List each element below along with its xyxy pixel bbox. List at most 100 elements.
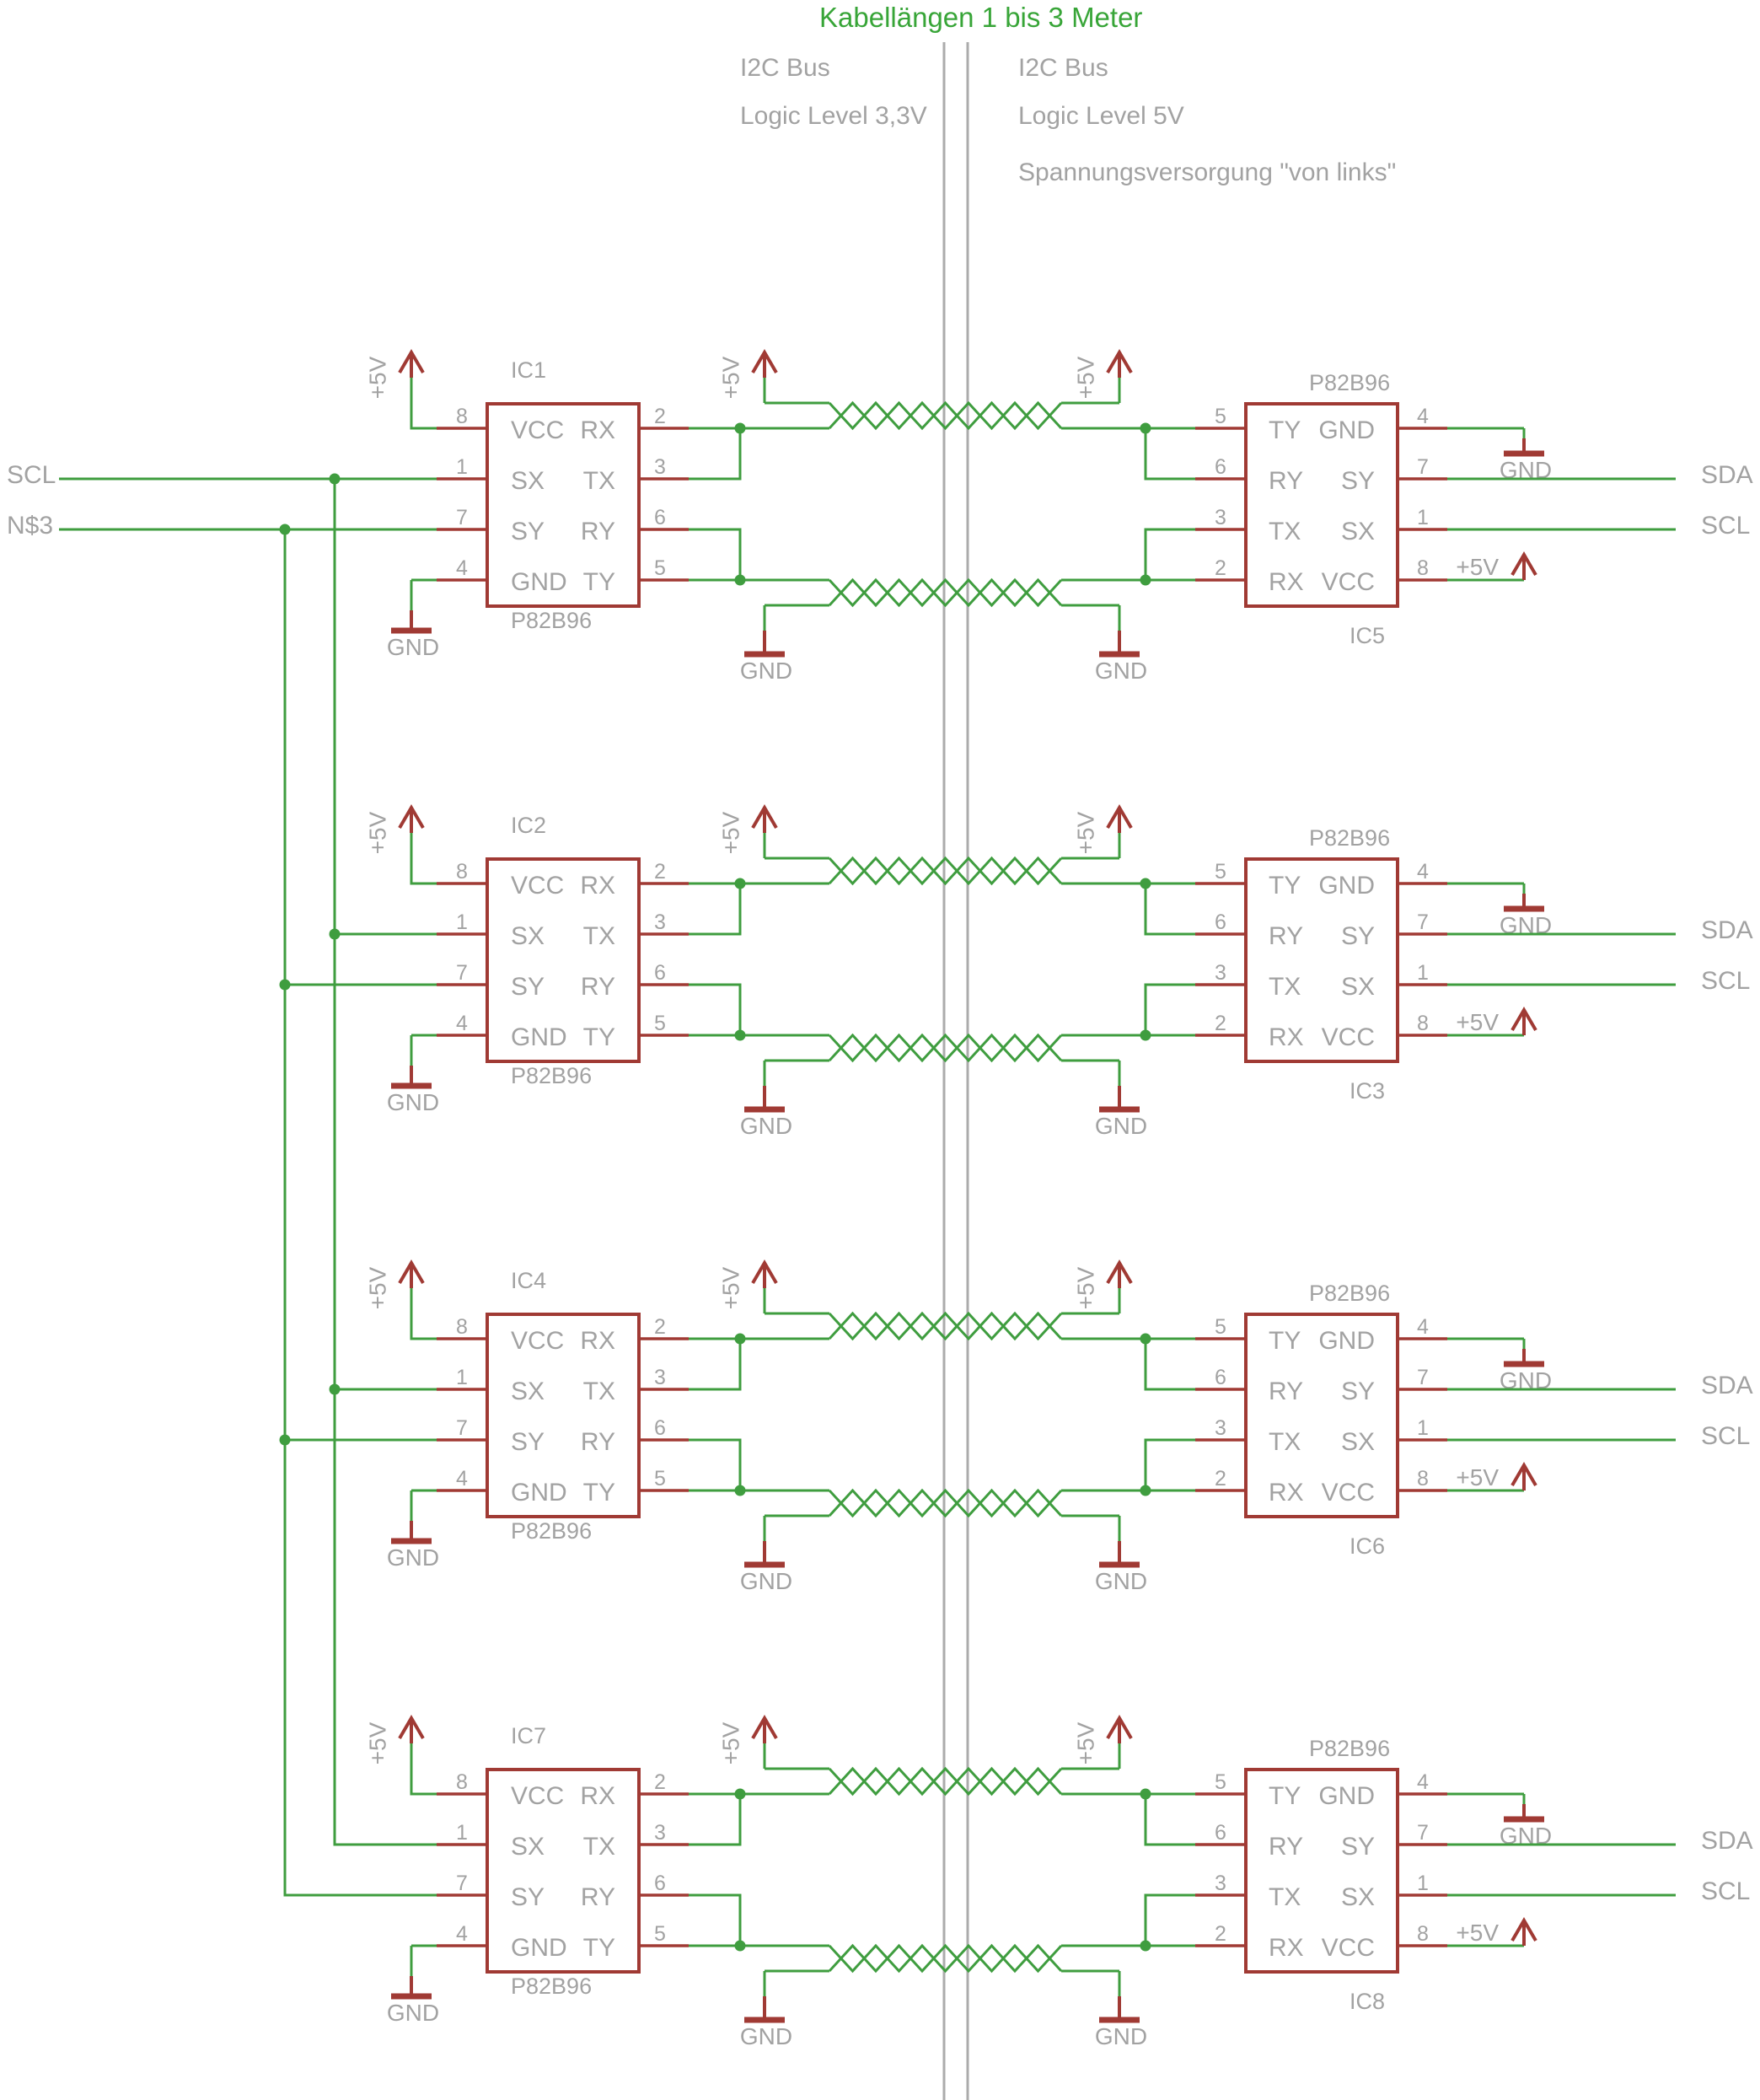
twisted-pair-wire xyxy=(828,400,1063,431)
net-label-sda-right: SDA xyxy=(1701,1827,1753,1855)
pin-number: 2 xyxy=(654,1770,666,1794)
pin-number: 5 xyxy=(1215,405,1226,428)
pin-label: GND xyxy=(1318,1782,1375,1810)
pin-number: 8 xyxy=(1417,1922,1429,1946)
ic-box-IC6[interactable] xyxy=(1244,1313,1399,1518)
gnd-label: GND xyxy=(740,1568,792,1594)
pin-label: TY xyxy=(1269,872,1301,900)
pin-label: TX xyxy=(583,1833,615,1861)
pin-number: 4 xyxy=(1417,1315,1429,1339)
pin-number: 5 xyxy=(1215,1315,1226,1339)
ic-value: P82B96 xyxy=(511,1063,592,1088)
ic-name: IC6 xyxy=(1350,1533,1385,1559)
twisted-pair-wire xyxy=(828,1488,1063,1518)
net-wire-signal xyxy=(689,983,742,1035)
pin-label: GND xyxy=(511,1934,567,1962)
supply-arrow-head xyxy=(1510,1462,1537,1487)
ic-name: IC5 xyxy=(1350,623,1385,648)
supply-arrow-head xyxy=(751,1715,778,1740)
pin-label: TX xyxy=(583,922,615,950)
annotation-left: I2C Bus xyxy=(740,54,830,82)
net-wire-signal xyxy=(1144,1438,1195,1490)
ic-box-IC1[interactable] xyxy=(486,402,641,608)
pin-label: SY xyxy=(1341,1378,1375,1405)
supply-label: +5V xyxy=(1073,356,1099,399)
supply-arrow-head xyxy=(1106,1259,1133,1285)
ic-box-IC5[interactable] xyxy=(1244,402,1399,608)
net-wire-signal xyxy=(689,428,742,481)
pin-label: TY xyxy=(583,568,615,596)
pin-number: 5 xyxy=(654,556,666,580)
pin-number: 6 xyxy=(1215,1366,1226,1389)
gnd-label: GND xyxy=(740,2023,792,2049)
ic-box-IC4[interactable] xyxy=(486,1313,641,1518)
supply-label: +5V xyxy=(1456,554,1499,580)
pin-number: 2 xyxy=(1215,556,1226,580)
net-label-scl-right: SCL xyxy=(1701,967,1750,995)
pin-label: GND xyxy=(1318,1327,1375,1355)
junction-dot xyxy=(734,422,746,434)
supply-label: +5V xyxy=(365,811,391,854)
pin-number: 5 xyxy=(1215,860,1226,884)
ic-value: P82B96 xyxy=(1309,370,1390,395)
pin-number: 3 xyxy=(1215,1416,1226,1440)
bus-wire-n3 xyxy=(283,529,437,1897)
ic-value: P82B96 xyxy=(511,1974,592,1999)
pin-label: SY xyxy=(511,518,545,545)
pin-number: 3 xyxy=(1215,961,1226,985)
supply-label: +5V xyxy=(365,356,391,399)
pin-number: 3 xyxy=(654,1366,666,1389)
supply-wire xyxy=(410,378,437,430)
pin-number: 7 xyxy=(1417,455,1429,479)
annotation-right: Spannungsversorgung "von links" xyxy=(1018,158,1396,186)
ic-value: P82B96 xyxy=(511,608,592,633)
pin-number: 1 xyxy=(1417,1872,1429,1895)
pin-label: VCC xyxy=(511,872,564,900)
ic-box-IC3[interactable] xyxy=(1244,857,1399,1063)
pin-number: 3 xyxy=(654,1821,666,1845)
pin-label: GND xyxy=(511,568,567,596)
ic-box-IC7[interactable] xyxy=(486,1768,641,1974)
twisted-pair-wire xyxy=(828,1766,1063,1797)
pin-number: 7 xyxy=(1417,1366,1429,1389)
supply-wire xyxy=(410,1743,437,1796)
pin-number: 5 xyxy=(654,1922,666,1946)
supply-wire xyxy=(410,1288,437,1340)
twisted-pair-wire xyxy=(828,1311,1063,1341)
gnd-label: GND xyxy=(1095,658,1147,684)
gnd-label: GND xyxy=(387,634,439,660)
ic-box-IC8[interactable] xyxy=(1244,1768,1399,1974)
ic-value: P82B96 xyxy=(1309,1736,1390,1761)
pin-label: RX xyxy=(1269,1479,1304,1507)
pin-label: RX xyxy=(580,1782,615,1810)
supply-label: +5V xyxy=(718,356,744,399)
junction-dot xyxy=(279,979,291,991)
junction-dot xyxy=(734,1940,746,1952)
pin-label: TX xyxy=(583,1378,615,1405)
supply-arrow-head xyxy=(751,804,778,830)
twisted-pair-wire xyxy=(828,1033,1063,1063)
pin-number: 4 xyxy=(1417,405,1429,428)
pin-number: 5 xyxy=(654,1467,666,1490)
schematic-title: Kabellängen 1 bis 3 Meter xyxy=(819,2,1142,33)
net-wire-signal xyxy=(1144,1893,1195,1946)
pin-number: 8 xyxy=(456,1770,468,1794)
pin-label: VCC xyxy=(1322,1023,1375,1051)
twisted-pair-wire xyxy=(828,1943,1063,1974)
pin-label: VCC xyxy=(1322,1934,1375,1962)
pin-label: RY xyxy=(1269,922,1303,950)
gnd-label: GND xyxy=(387,2000,439,2026)
supply-arrow-head xyxy=(398,349,425,374)
pin-label: SX xyxy=(511,1833,545,1861)
pin-number: 1 xyxy=(456,455,468,479)
net-wire-signal xyxy=(689,1794,742,1846)
pin-number: 3 xyxy=(654,455,666,479)
pin-number: 6 xyxy=(654,1872,666,1895)
ic-name: IC1 xyxy=(511,357,546,383)
pin-number: 1 xyxy=(456,1821,468,1845)
net-label-sda-right: SDA xyxy=(1701,461,1753,489)
ic-box-IC2[interactable] xyxy=(486,857,641,1063)
pin-label: SX xyxy=(1341,1428,1375,1456)
pin-label: VCC xyxy=(1322,568,1375,596)
